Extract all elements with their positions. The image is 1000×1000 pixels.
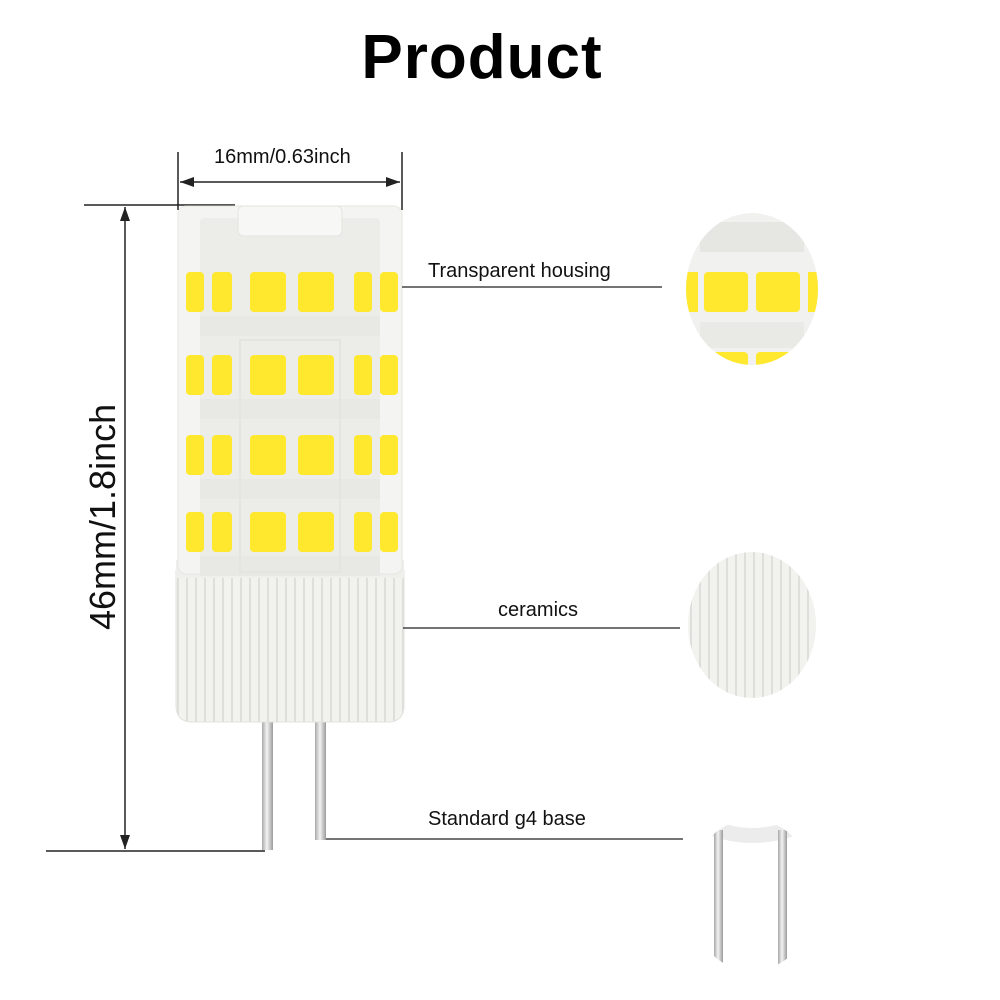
pin-right bbox=[315, 705, 326, 840]
zoom-ceramics bbox=[688, 552, 816, 698]
led-chip bbox=[186, 435, 204, 475]
height-dimension-label: 46mm/1.8inch bbox=[82, 403, 123, 630]
led-chip bbox=[354, 272, 372, 312]
callout-label-transparent-housing: Transparent housing bbox=[428, 260, 611, 282]
led-chip bbox=[380, 272, 398, 312]
led-chip bbox=[298, 272, 334, 312]
led-chip bbox=[212, 512, 232, 552]
led-chip bbox=[186, 272, 204, 312]
led-chip bbox=[380, 355, 398, 395]
led-chip bbox=[250, 512, 286, 552]
height-dimension bbox=[46, 204, 265, 852]
callout-lines bbox=[326, 286, 683, 840]
led-chip bbox=[298, 435, 334, 475]
page-title: Product bbox=[361, 23, 603, 92]
zoom-base-pins bbox=[688, 819, 816, 971]
zoom-led-chip bbox=[756, 272, 800, 312]
led-chip bbox=[186, 512, 204, 552]
led-chip bbox=[298, 512, 334, 552]
pin-left bbox=[262, 705, 273, 850]
led-chip bbox=[212, 272, 232, 312]
width-dimension bbox=[177, 152, 403, 210]
led-chip bbox=[186, 355, 204, 395]
chip-row-divider bbox=[200, 316, 380, 336]
zoom-led-chip bbox=[704, 272, 748, 312]
led-chip bbox=[380, 435, 398, 475]
led-chip bbox=[250, 435, 286, 475]
led-chip bbox=[250, 355, 286, 395]
led-chip bbox=[212, 435, 232, 475]
zoom-transparent-housing bbox=[686, 213, 818, 365]
led-chip bbox=[354, 355, 372, 395]
width-dimension-label: 16mm/0.63inch bbox=[214, 146, 351, 168]
led-chip bbox=[354, 512, 372, 552]
ceramic-base bbox=[175, 569, 405, 723]
led-chip bbox=[212, 355, 232, 395]
callout-label-ceramics: ceramics bbox=[498, 599, 579, 621]
led-chip bbox=[354, 435, 372, 475]
led-chip bbox=[298, 355, 334, 395]
led-chip bbox=[250, 272, 286, 312]
chip-row-divider bbox=[200, 399, 380, 419]
chip-row-divider bbox=[200, 479, 380, 499]
callout-label-standard-g4-base: Standard g4 base bbox=[428, 808, 586, 830]
g4-led-bulb bbox=[175, 205, 405, 850]
led-chip bbox=[380, 512, 398, 552]
led-chip-grid bbox=[186, 272, 398, 576]
